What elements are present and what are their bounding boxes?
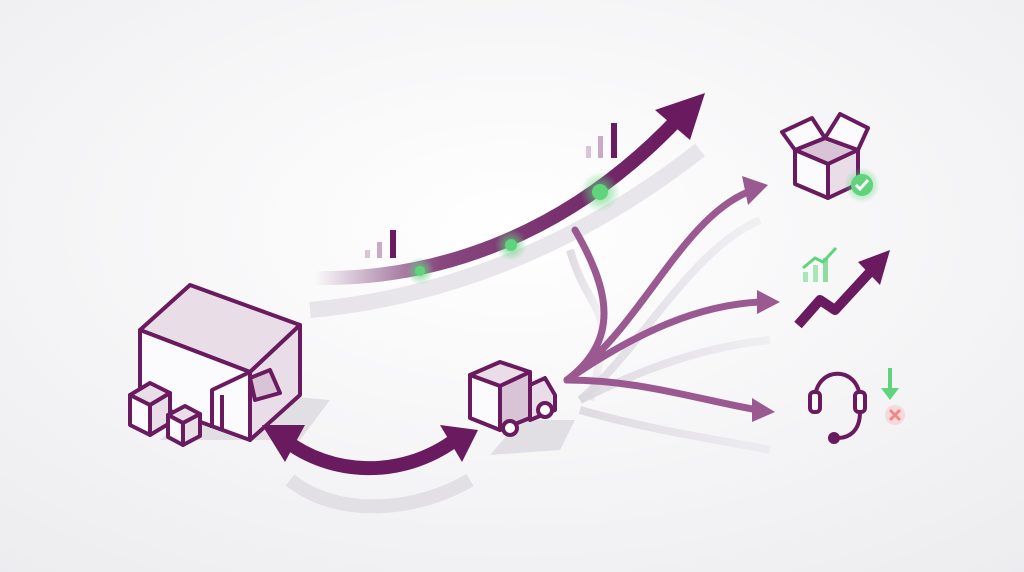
down-arrow-icon	[881, 368, 899, 400]
growth-arrow-shadow	[309, 143, 705, 318]
progress-dot	[415, 266, 425, 276]
check-badge-icon	[844, 167, 880, 203]
arrowhead-icon	[655, 93, 705, 140]
bar-chart-icon	[365, 230, 396, 258]
arrowhead-icon	[742, 176, 768, 205]
arrowhead-icon	[757, 290, 780, 314]
growth-arrow-line	[308, 118, 679, 286]
distribution-branches	[563, 176, 780, 422]
progress-dot	[505, 239, 517, 251]
truck-icon	[468, 360, 575, 455]
trending-up-icon	[794, 250, 890, 329]
arrowhead-icon	[262, 425, 305, 462]
open-box-icon	[780, 112, 870, 200]
bar-chart-icon	[586, 123, 617, 158]
bar-chart-icon	[802, 246, 838, 282]
two-way-arrow	[262, 425, 478, 514]
arrowhead-icon	[752, 398, 775, 422]
headset-icon	[808, 371, 867, 444]
error-x-icon	[885, 405, 905, 425]
arrowhead-icon	[440, 425, 478, 462]
progress-dot	[592, 184, 608, 200]
growth-arrow	[308, 93, 705, 318]
